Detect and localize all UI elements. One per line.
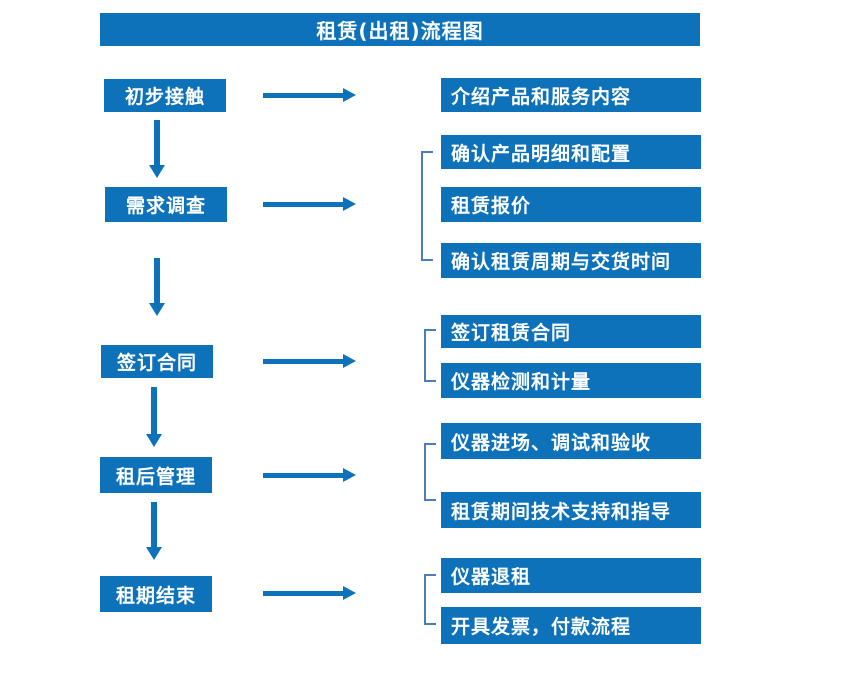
bracket-group-5 <box>424 574 436 625</box>
down-arrow-shaft <box>151 502 157 547</box>
right-arrow-shaft <box>263 358 343 364</box>
down-arrow-head <box>146 547 162 560</box>
detail-box-instrument-testing: 仪器检测和计量 <box>441 363 701 398</box>
right-arrow-3 <box>263 354 356 368</box>
detail-box-confirm-period-delivery: 确认租赁周期与交货时间 <box>441 243 701 278</box>
detail-box-instrument-return: 仪器退租 <box>441 558 701 593</box>
down-arrow-head <box>146 434 162 447</box>
right-arrow-head <box>343 88 356 102</box>
detail-box-sign-rental-contract: 签订租赁合同 <box>441 315 701 348</box>
right-arrow-5 <box>263 586 356 600</box>
down-arrow-3 <box>146 387 162 447</box>
step-box-demand-survey: 需求调查 <box>105 187 227 222</box>
down-arrow-4 <box>146 502 162 560</box>
down-arrow-1 <box>149 120 165 178</box>
bracket-group-4 <box>424 443 436 501</box>
right-arrow-shaft <box>263 92 343 98</box>
bracket-group-3 <box>424 329 436 382</box>
down-arrow-shaft <box>154 120 160 165</box>
right-arrow-shaft <box>263 472 343 478</box>
detail-box-rental-quote: 租赁报价 <box>441 187 701 222</box>
down-arrow-shaft <box>151 387 157 434</box>
detail-box-instrument-setup-acceptance: 仪器进场、调试和验收 <box>441 423 701 459</box>
step-box-rental-end: 租期结束 <box>100 576 212 612</box>
flowchart-title: 租赁(出租)流程图 <box>100 13 700 46</box>
step-box-post-rental-management: 租后管理 <box>100 457 212 493</box>
bracket-group-2 <box>421 151 433 261</box>
right-arrow-2 <box>263 197 356 211</box>
right-arrow-4 <box>263 468 356 482</box>
step-box-initial-contact: 初步接触 <box>104 79 226 112</box>
detail-box-introduce-products: 介绍产品和服务内容 <box>441 78 701 112</box>
right-arrow-shaft <box>263 590 343 596</box>
down-arrow-head <box>149 165 165 178</box>
right-arrow-head <box>343 354 356 368</box>
down-arrow-2 <box>149 258 165 316</box>
down-arrow-head <box>149 303 165 316</box>
step-box-sign-contract: 签订合同 <box>101 345 213 378</box>
right-arrow-head <box>343 197 356 211</box>
detail-box-confirm-product-config: 确认产品明细和配置 <box>441 135 701 169</box>
right-arrow-1 <box>263 88 356 102</box>
down-arrow-shaft <box>154 258 160 303</box>
right-arrow-head <box>343 468 356 482</box>
right-arrow-shaft <box>263 201 343 207</box>
detail-box-invoice-payment: 开具发票，付款流程 <box>441 607 701 644</box>
right-arrow-head <box>343 586 356 600</box>
detail-box-technical-support: 租赁期间技术支持和指导 <box>441 492 701 528</box>
